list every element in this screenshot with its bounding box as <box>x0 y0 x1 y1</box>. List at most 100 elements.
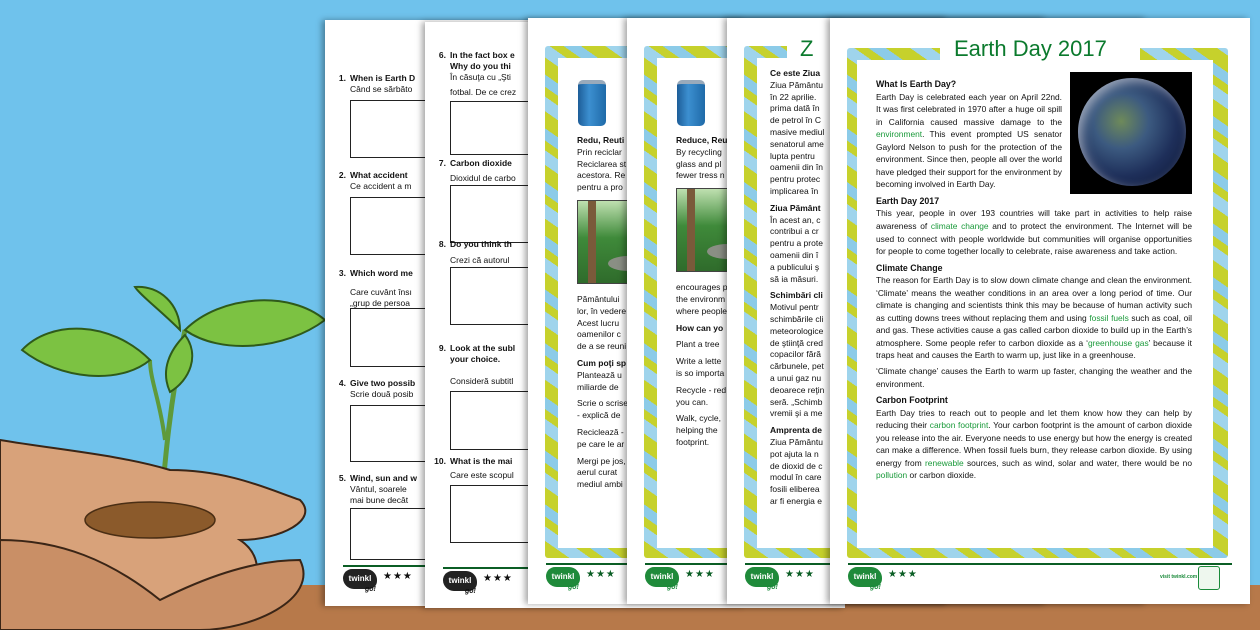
question-romanian: În căsuţa cu „Şti <box>450 72 511 82</box>
text-line: Ce este Ziua <box>770 68 821 78</box>
text-line: Cum poţi sp <box>577 357 627 368</box>
section-heading: Earth Day 2017 <box>876 195 940 206</box>
text-line: ar fi energia e <box>770 495 822 506</box>
text-line: Mergi pe jos, <box>577 455 626 466</box>
text-line: pentru protec <box>770 174 821 185</box>
text: ‘Climate change’ causes the Earth to war… <box>876 366 1192 389</box>
text-line: the environm <box>676 293 726 304</box>
question-romanian-cont: mai bune decât <box>350 495 409 505</box>
text-block: Scrie o scrise- explică de <box>577 398 697 422</box>
section-heading: Carbon Footprint <box>876 395 948 406</box>
text-line: footprint. <box>676 436 710 447</box>
text-line: să ia măsuri. <box>770 273 819 284</box>
question-number: 10. <box>434 456 446 466</box>
question-english-cont: Why do you thi <box>450 61 511 71</box>
difficulty-stars: ★★★ <box>888 569 918 580</box>
text-line: Walk, cycle, <box>676 413 722 424</box>
text-line: seră. „Schimb <box>770 396 823 407</box>
text-line: Ziua Pământ <box>770 202 821 213</box>
question-number: 5. <box>338 473 346 483</box>
text-line: modul în care <box>770 472 822 483</box>
text-block: Reciclează -pe care le ar <box>577 427 697 451</box>
twinkl-go-label: go! <box>365 586 376 593</box>
section-heading: What Is Earth Day? <box>876 79 957 89</box>
text-line: Acest lucru <box>577 317 620 328</box>
text-line: În acest an, c <box>770 214 821 225</box>
text-line: de ştiinţă cred <box>770 337 823 348</box>
twinkl-go-label: go! <box>667 584 678 591</box>
question-romanian: Dioxidul de carbo <box>450 173 516 183</box>
text-line: senatorul ame <box>770 138 824 149</box>
question-english: 8.Do you think th <box>432 239 512 250</box>
text-line: vremii şi a me <box>770 408 823 419</box>
question-english: 5.Wind, sun and w <box>332 473 417 484</box>
text: such as coal, oil and gas. These activit… <box>876 312 1192 348</box>
question-romanian: Vântul, soarele <box>350 484 407 494</box>
text-line: Plantează u <box>577 369 622 380</box>
text-line: you can. <box>676 396 709 407</box>
visit-link[interactable]: visit twinkl.com <box>1160 574 1198 580</box>
text-line: Prin reciclar <box>577 146 622 157</box>
text-line: lor, în vedere <box>577 305 627 316</box>
text-line: Motivul pentr <box>770 302 819 313</box>
question-english: 6.In the fact box e <box>432 50 516 61</box>
text-line: Write a lette <box>676 356 722 367</box>
question-english: 1.When is Earth D <box>332 73 415 84</box>
text-line: implicarea în <box>770 185 819 196</box>
twinkl-logo: twinkl <box>546 567 580 587</box>
page-title: Z <box>800 36 814 61</box>
difficulty-stars: ★★★ <box>483 573 513 584</box>
recycling-can-image <box>677 80 705 126</box>
keyword: environment <box>876 129 923 140</box>
question-romanian-cont: „grup de persoa <box>350 298 411 308</box>
text-line: By recycling <box>676 146 722 157</box>
question-english: 9.Look at the subl <box>432 343 515 354</box>
text-line: Pământului <box>577 293 620 304</box>
text-line: helping the <box>676 425 718 436</box>
question-english-cont: your choice. <box>450 354 501 364</box>
hands-with-seedling-illustration <box>0 285 327 630</box>
page-title: Earth Day 2017 <box>954 36 1107 61</box>
quality-badge-icon <box>1198 566 1220 590</box>
text-line: contribui a cr <box>770 226 819 237</box>
difficulty-stars: ★★★ <box>586 569 616 580</box>
text: Earth Day is celebrated each year on Apr… <box>876 91 1062 127</box>
text: Earth Day tries to reach out to people a… <box>876 407 1192 431</box>
text-line: de dioxid de c <box>770 460 823 471</box>
text-line: aerul curat <box>577 467 618 478</box>
text-line: where people <box>676 305 728 316</box>
text-line: oamenilor c <box>577 329 621 340</box>
recycling-can-image <box>578 80 606 126</box>
question-romanian: Ce accident a m <box>350 181 412 191</box>
text-line: How can yo <box>676 322 724 333</box>
keyword: renewable <box>925 457 964 468</box>
text-line: pot ajuta la n <box>770 448 819 459</box>
text-line: de petrol în C <box>770 115 822 126</box>
text-line: miliarde de <box>577 381 619 392</box>
question-number: 3. <box>338 268 346 278</box>
text-line: acestora. Re <box>577 170 626 181</box>
text-line: masive mediul <box>770 126 825 137</box>
text-line: în 22 aprilie. <box>770 91 817 102</box>
text: This year, people in over 193 countries … <box>876 208 1192 232</box>
question-romanian: Crezi că autorul <box>450 255 510 265</box>
text-line: pentru a pro <box>577 182 623 193</box>
twinkl-logo: twinkl <box>848 567 882 587</box>
text-line: Reciclarea st <box>577 158 627 169</box>
paragraph: Earth Day is celebrated each year on Apr… <box>876 91 1062 191</box>
text-line: is so importa <box>676 367 725 378</box>
question-english: 10.What is the mai <box>432 456 514 467</box>
text-line: fewer tress n <box>676 170 725 181</box>
text-line: de a se reuni <box>577 341 627 352</box>
keyword: carbon footprint <box>929 420 989 431</box>
twinkl-logo: twinkl <box>443 571 477 591</box>
